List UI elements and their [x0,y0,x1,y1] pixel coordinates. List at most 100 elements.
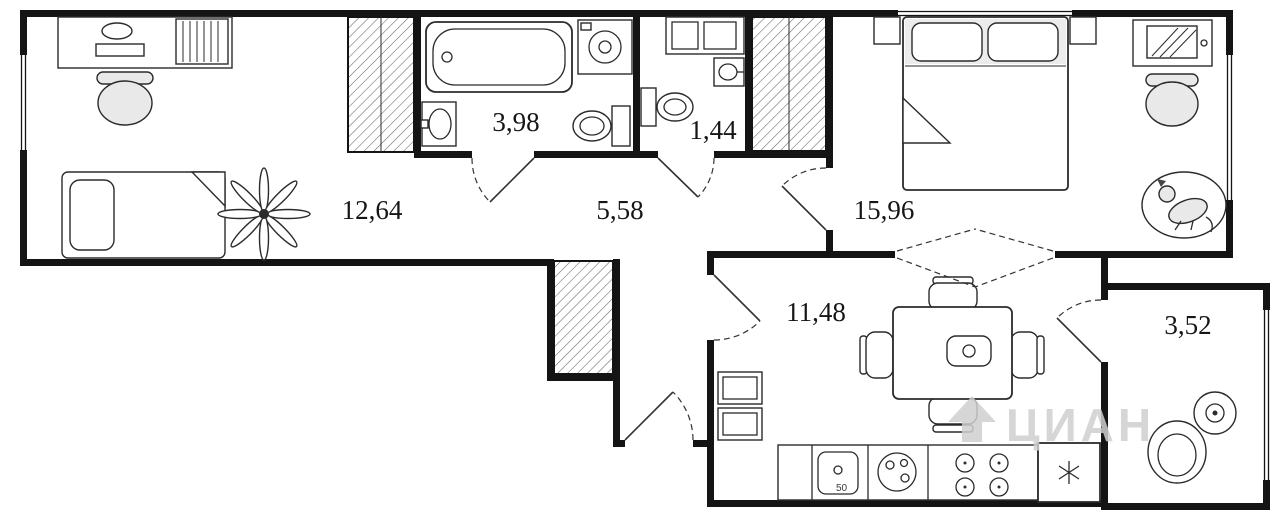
balcony-glazing [1263,308,1270,482]
room-area-bathroom: 3,98 [492,107,539,137]
kitchen-sink-icon [817,451,859,495]
kitchen-furniture: 50 [717,276,1101,503]
wall-segment [20,10,27,55]
wc-door [657,157,715,198]
cian-logo-icon [948,396,996,442]
bedroom-furniture [873,16,1227,239]
wall-segment [20,10,898,17]
wall-segment [1226,10,1233,55]
dining-chair-icon [928,276,978,311]
double-bed-icon [902,16,1069,191]
wall-segment [826,10,833,168]
door-swing-arc [697,157,715,198]
centerpiece-icon [946,335,992,367]
hall-cabinet-icon [717,371,763,441]
door-leaf [713,274,761,322]
watermark-text: ЦИАН [1006,399,1155,451]
dog-ear [1157,179,1166,187]
room-labels: 12,64 3,98 1,44 5,58 15,96 11,48 3,52 [342,107,1212,340]
kitchen-counter: 50 [777,444,1039,501]
wall-segment [414,151,472,158]
office-chair-icon [1145,73,1199,127]
balcony-door [1056,299,1102,363]
wall-segment [707,500,1108,507]
washing-machine-icon [577,19,633,75]
room-area-hallway: 5,58 [596,195,643,225]
bathroom-door [471,157,535,203]
shelf-icon [665,16,745,55]
wc-furniture [640,16,745,127]
wall-segment [613,259,620,447]
dining-chair-icon [859,331,894,379]
wall-segment [826,230,833,258]
desk-icon [57,16,233,69]
pillow-icon [911,22,983,62]
wall-segment [20,150,27,266]
living-room-door [713,274,761,341]
snowflake-icon [1058,461,1080,484]
door-swing-arc [1056,299,1102,319]
door-swing-arc [471,157,491,203]
wall-segment [693,440,714,447]
doors [471,157,1102,441]
door-swing-arc [672,391,694,441]
wall-segment [714,151,833,158]
office-chair-icon [96,71,154,126]
door-leaf [624,391,674,441]
room-area-bedroom: 15,96 [854,195,915,225]
dog-icon [1141,171,1227,239]
entrance-door [624,391,694,441]
door-leaf [781,185,827,231]
armchair-icon [1147,420,1207,484]
drainer-bowl-icon [877,452,917,492]
room-area-wc: 1,44 [689,115,737,145]
wall-segment [20,259,550,266]
wall-segment [1263,480,1270,510]
wc-sink-icon [713,57,745,87]
wall-segment [1226,200,1233,258]
door-swing-arc [781,167,827,187]
room-area-kitchen-living: 11,48 [786,297,846,327]
door-leaf [489,157,535,203]
wall-segment [547,374,620,381]
wall-segment [1101,362,1108,507]
blanket-fold-icon [190,171,226,208]
door-swing-arc [713,320,761,341]
room-furniture [57,16,311,261]
bathroom-furniture [420,19,633,147]
double-door [896,228,1054,288]
wall-segment [1263,283,1270,310]
stove-icon [955,453,1009,497]
wall-segment [1101,503,1270,510]
room-area-balcony: 3,52 [1164,310,1211,340]
single-bed-icon [61,171,226,259]
pillow-icon [69,179,115,251]
dining-table-icon [892,306,1013,400]
side-table-icon [1193,391,1237,435]
desk-icon [1132,19,1213,67]
wall-segment [1101,251,1108,300]
wall-segment [534,151,658,158]
room-area-living-room: 12,64 [342,195,403,225]
wall-segment [745,10,752,158]
wall-segment [1072,10,1233,17]
bedroom-door [781,167,827,231]
wall-segment [633,10,640,158]
bathtub-icon [425,21,573,93]
door-leaf [1056,317,1102,363]
nightstand-icon [1069,16,1097,45]
wall-segment [414,10,421,158]
door-leaf [657,157,699,198]
radiator-icon [175,18,229,65]
dining-chair-icon [1010,331,1045,379]
windows [20,10,1270,482]
wardrobe-hatch [553,260,614,375]
plant-icon [217,167,311,261]
wall-segment [707,340,714,507]
kitchen-unit-size-label: 50 [836,483,848,494]
fridge-icon [1037,442,1101,503]
wall-segment [1055,251,1233,258]
wall-segment [1101,283,1270,290]
